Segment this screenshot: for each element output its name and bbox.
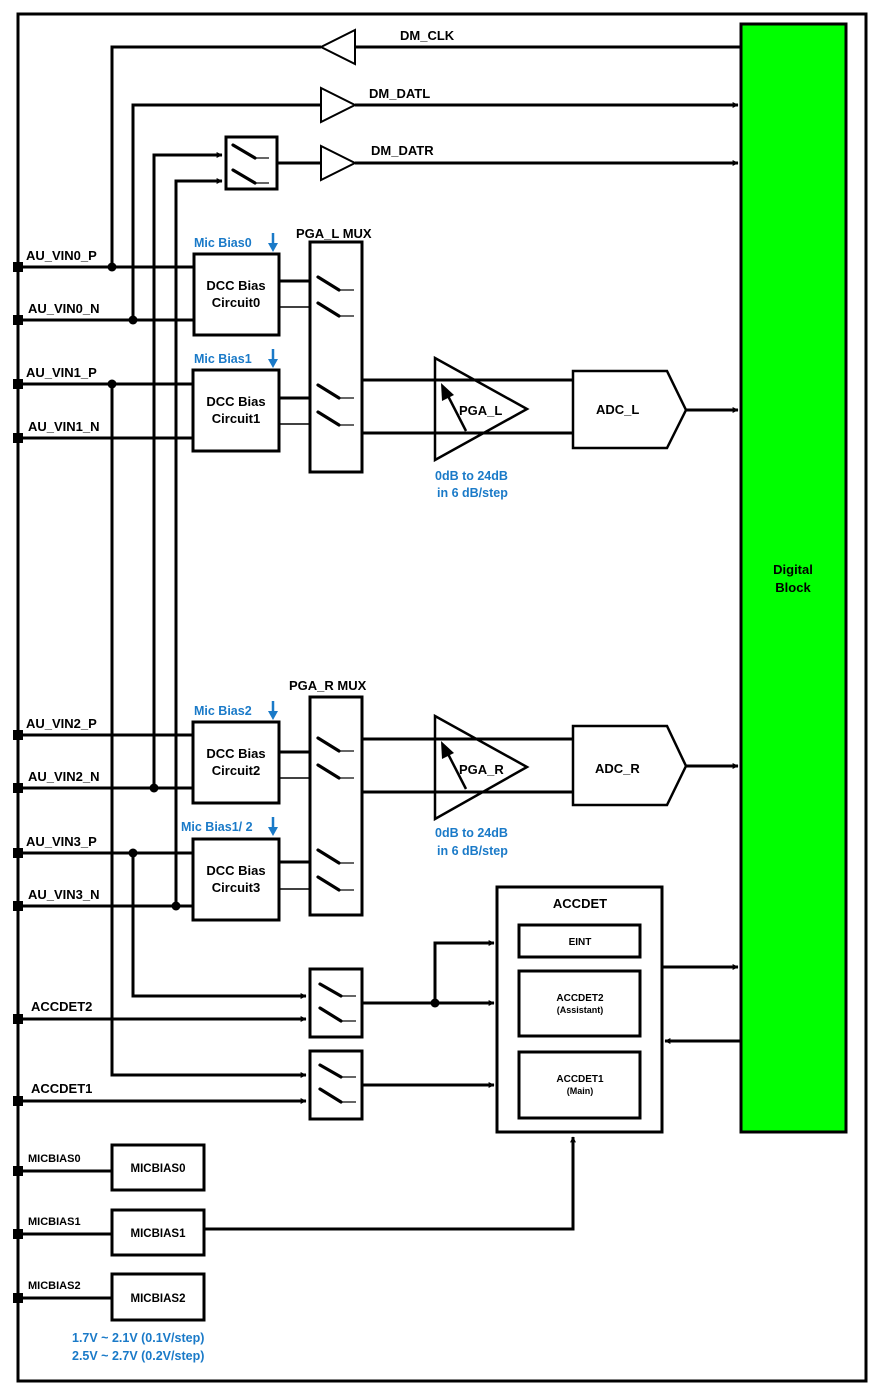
pga-r-mux-label: PGA_R MUX: [289, 678, 367, 693]
mic-bias0-arrow-icon: [268, 233, 278, 252]
label-au-vin0-n: AU_VIN0_N: [28, 301, 100, 316]
mic-bias2-arrow-icon: [268, 701, 278, 720]
svg-text:DCC Bias: DCC Bias: [206, 863, 265, 878]
pga-l-adjust-arrow-icon: [441, 383, 454, 401]
svg-text:DCC Bias: DCC Bias: [206, 394, 265, 409]
svg-text:PGA_L: PGA_L: [459, 403, 502, 418]
micbias-range-line2: 2.5V ~ 2.7V (0.2V/step): [72, 1349, 204, 1363]
label-au-vin2-n: AU_VIN2_N: [28, 769, 100, 784]
svg-text:Circuit2: Circuit2: [212, 763, 260, 778]
svg-text:DCC Bias: DCC Bias: [206, 746, 265, 761]
input-pins: [13, 262, 307, 1303]
pga-l-mux[interactable]: [308, 240, 364, 474]
dcc-bias-circuit-3[interactable]: DCC Bias Circuit3: [191, 837, 281, 922]
micbias-range-line1: 1.7V ~ 2.1V (0.1V/step): [72, 1331, 204, 1345]
svg-text:ACCDET1: ACCDET1: [556, 1074, 604, 1085]
svg-text:(Main): (Main): [567, 1086, 594, 1096]
svg-text:EINT: EINT: [569, 937, 592, 948]
dm-datr-buffer: [320, 144, 358, 182]
label-micbias2: MICBIAS2: [28, 1280, 81, 1292]
svg-text:ADC_L: ADC_L: [596, 402, 639, 417]
svg-text:MICBIAS0: MICBIAS0: [131, 1163, 186, 1175]
pga-l-gain-line2: in 6 dB/step: [437, 486, 508, 500]
mic-bias1-arrow-icon: [268, 349, 278, 368]
dm-datl-buffer: [320, 86, 358, 124]
label-au-vin0-p: AU_VIN0_P: [26, 248, 97, 263]
pga-l-mux-label: PGA_L MUX: [296, 226, 372, 241]
pga-l-amplifier[interactable]: PGA_L: [433, 355, 530, 463]
dcc-bias-circuit-2[interactable]: DCC Bias Circuit2: [191, 720, 281, 805]
digital-block-label-1: Digital: [773, 562, 813, 577]
dm-datl-path: [131, 86, 739, 320]
right-channel-path: [362, 737, 573, 794]
svg-text:PGA_R: PGA_R: [459, 762, 504, 777]
micbias1-to-accdet-arrow: [204, 1136, 576, 1231]
eint-block[interactable]: EINT: [517, 923, 642, 959]
outer-frame: [16, 12, 868, 1383]
accdet2-switch[interactable]: [308, 967, 364, 1039]
svg-text:ADC_R: ADC_R: [595, 761, 640, 776]
dcc-bias-circuit-0[interactable]: DCC Bias Circuit0: [192, 252, 281, 337]
left-channel-path: [362, 378, 573, 435]
label-accdet1: ACCDET1: [31, 1081, 92, 1096]
label-accdet2: ACCDET2: [31, 999, 92, 1014]
micbias2-block[interactable]: MICBIAS2: [110, 1272, 206, 1322]
digital-block[interactable]: [739, 22, 848, 1134]
mic-bias0-label: Mic Bias0: [194, 236, 252, 250]
svg-text:Circuit1: Circuit1: [212, 411, 260, 426]
dm-clk-path: [110, 28, 741, 267]
svg-text:(Assistant): (Assistant): [557, 1005, 604, 1015]
mic-bias12-label: Mic Bias1/ 2: [181, 820, 253, 834]
pga-r-gain-line2: in 6 dB/step: [437, 844, 508, 858]
dm-datr-path: [152, 135, 739, 906]
mic-bias12-arrow-icon: [268, 817, 278, 836]
label-au-vin2-p: AU_VIN2_P: [26, 716, 97, 731]
micbias1-block[interactable]: MICBIAS1: [110, 1208, 206, 1257]
label-au-vin3-n: AU_VIN3_N: [28, 887, 100, 902]
mic-bias2-label: Mic Bias2: [194, 704, 252, 718]
micbias0-block[interactable]: MICBIAS0: [110, 1143, 206, 1192]
label-au-vin3-p: AU_VIN3_P: [26, 834, 97, 849]
label-au-vin1-p: AU_VIN1_P: [26, 365, 97, 380]
pga-r-amplifier[interactable]: PGA_R: [433, 713, 530, 822]
digital-block-label-2: Block: [775, 580, 811, 595]
pga-l-gain-line1: 0dB to 24dB: [435, 469, 508, 483]
accdet2-block[interactable]: ACCDET2 (Assistant): [517, 969, 642, 1038]
accdet1-block[interactable]: ACCDET1 (Main): [517, 1050, 642, 1120]
accdet1-switch[interactable]: [308, 1049, 364, 1121]
pga-r-mux[interactable]: [308, 695, 364, 917]
label-au-vin1-n: AU_VIN1_N: [28, 419, 100, 434]
dm-datr-label: DM_DATR: [371, 143, 434, 158]
svg-text:Circuit0: Circuit0: [212, 295, 260, 310]
adc-r[interactable]: ADC_R: [571, 724, 688, 807]
mic-bias1-label: Mic Bias1: [194, 352, 252, 366]
pga-r-adjust-arrow-icon: [441, 741, 454, 759]
dm-clk-label: DM_CLK: [400, 28, 455, 43]
svg-text:ACCDET2: ACCDET2: [556, 993, 604, 1004]
svg-text:DCC Bias: DCC Bias: [206, 278, 265, 293]
pga-r-gain-line1: 0dB to 24dB: [435, 826, 508, 840]
svg-text:Circuit3: Circuit3: [212, 880, 260, 895]
label-micbias0: MICBIAS0: [28, 1153, 81, 1165]
accdet-input-wires: [362, 940, 495, 1088]
adc-l[interactable]: ADC_L: [571, 369, 688, 450]
svg-text:ACCDET: ACCDET: [553, 896, 607, 911]
svg-text:MICBIAS2: MICBIAS2: [131, 1293, 186, 1305]
svg-text:MICBIAS1: MICBIAS1: [131, 1228, 187, 1240]
dm-clk-buffer: [318, 28, 356, 66]
dcc-to-mux-wires: [279, 279, 310, 890]
dm-datl-label: DM_DATL: [369, 86, 430, 101]
label-micbias1: MICBIAS1: [28, 1216, 81, 1228]
dcc-bias-circuit-1[interactable]: DCC Bias Circuit1: [191, 368, 281, 453]
